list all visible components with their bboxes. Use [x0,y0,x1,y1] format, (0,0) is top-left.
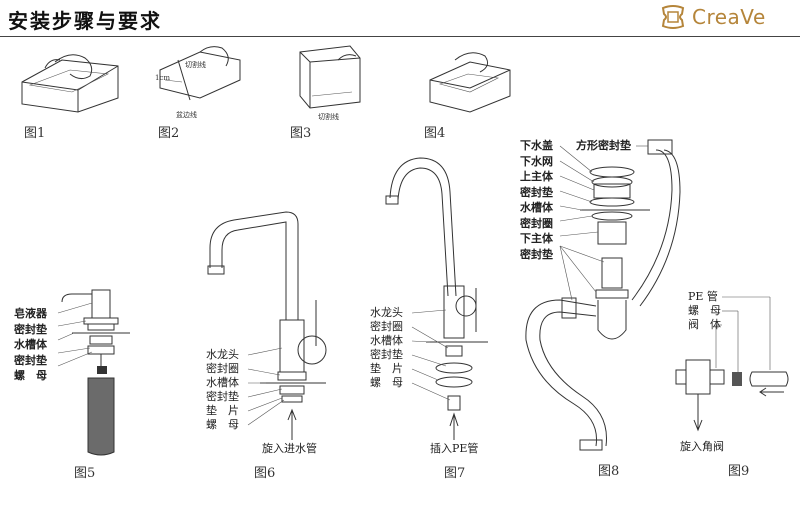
fig7-label: 水龙头 [370,306,403,319]
fig5-label: 水槽体 [14,338,47,351]
fig3-label-cut: 切割线 [318,113,339,121]
fig8-side-label: 方形密封垫 [576,139,631,152]
fig8-label: 密封垫 [520,185,553,199]
fig9-label: 螺 母 [688,304,721,317]
fig2-drawing [159,46,241,101]
leader-lines [57,145,771,426]
fig4-caption: 图4 [424,126,446,141]
brand-name: CreaVe [692,5,766,29]
fig3-caption: 图3 [290,126,312,141]
fig9-label: 阀 体 [688,318,721,331]
fig2-label-edge: 盆边线 [176,111,197,119]
fig7-label: 垫 片 [370,362,403,375]
fig5-labels: 皂液器 密封垫 水槽体 密封垫 螺 母 [14,306,47,384]
fig6-label: 密封垫 [206,390,239,403]
fig9-caption: 图9 [728,464,750,479]
fig7-label: 螺 母 [370,376,403,389]
fig2-label-1cm: 1cm [155,74,171,82]
fig5-label: 密封垫 [14,322,47,336]
fig5-label: 密封垫 [14,353,47,367]
fig6-labels: 水龙头 密封圈 水槽体 密封垫 垫 片 螺 母 [206,348,239,432]
fig7-label: 水槽体 [370,334,403,347]
fig9-labels: PE 管 螺 母 阀 体 [688,290,721,332]
fig2-label-cut: 切割线 [185,61,206,69]
fig8-label: 下水网 [520,154,553,168]
brand-logo: CreaVe [660,4,766,30]
fig7-drawing [385,157,488,440]
fig8-label: 密封圈 [520,216,553,230]
fig8-label: 密封垫 [520,247,553,261]
fig8-label: 上主体 [520,170,553,183]
fig6-label: 水槽体 [206,376,239,389]
header-divider [0,36,800,37]
fig6-caption: 图6 [254,466,276,481]
fig8-label: 下主体 [520,232,553,245]
fig7-note: 插入PE管 [430,442,479,455]
fig8-label: 水槽体 [520,201,553,214]
fig6-label: 螺 母 [206,418,239,431]
fig4-drawing [429,52,511,113]
fig5-label: 皂液器 [14,307,47,320]
fig6-label: 密封圈 [206,362,239,375]
fig7-label: 密封圈 [370,320,403,333]
fig6-drawing [207,211,327,440]
fig7-label: 密封垫 [370,348,403,361]
fig1-drawing [21,54,119,113]
fig8-labels: 下水盖 下水网 上主体 密封垫 水槽体 密封圈 下主体 密封垫 [520,138,553,262]
brand-mark-icon [661,5,685,29]
fig8-caption: 图8 [598,464,620,479]
page-title: 安装步骤与要求 [8,9,162,33]
fig5-label: 螺 母 [14,369,47,382]
fig6-label: 垫 片 [206,404,239,417]
fig9-drawing [675,359,789,432]
fig2-caption: 图2 [158,126,180,141]
fig1-caption: 图1 [24,126,46,141]
fig9-label: PE 管 [688,290,718,303]
fig5-caption: 图5 [74,466,96,481]
fig6-label: 水龙头 [206,348,239,361]
fig7-labels: 水龙头 密封圈 水槽体 密封垫 垫 片 螺 母 [370,306,403,390]
fig8-drawing [525,139,681,451]
fig8-label: 下水盖 [520,139,553,152]
fig5-drawing [61,289,130,456]
fig3-drawing [299,45,361,109]
fig9-note: 旋入角阀 [680,440,724,453]
fig6-note: 旋入进水管 [262,442,317,455]
fig7-caption: 图7 [444,466,466,481]
